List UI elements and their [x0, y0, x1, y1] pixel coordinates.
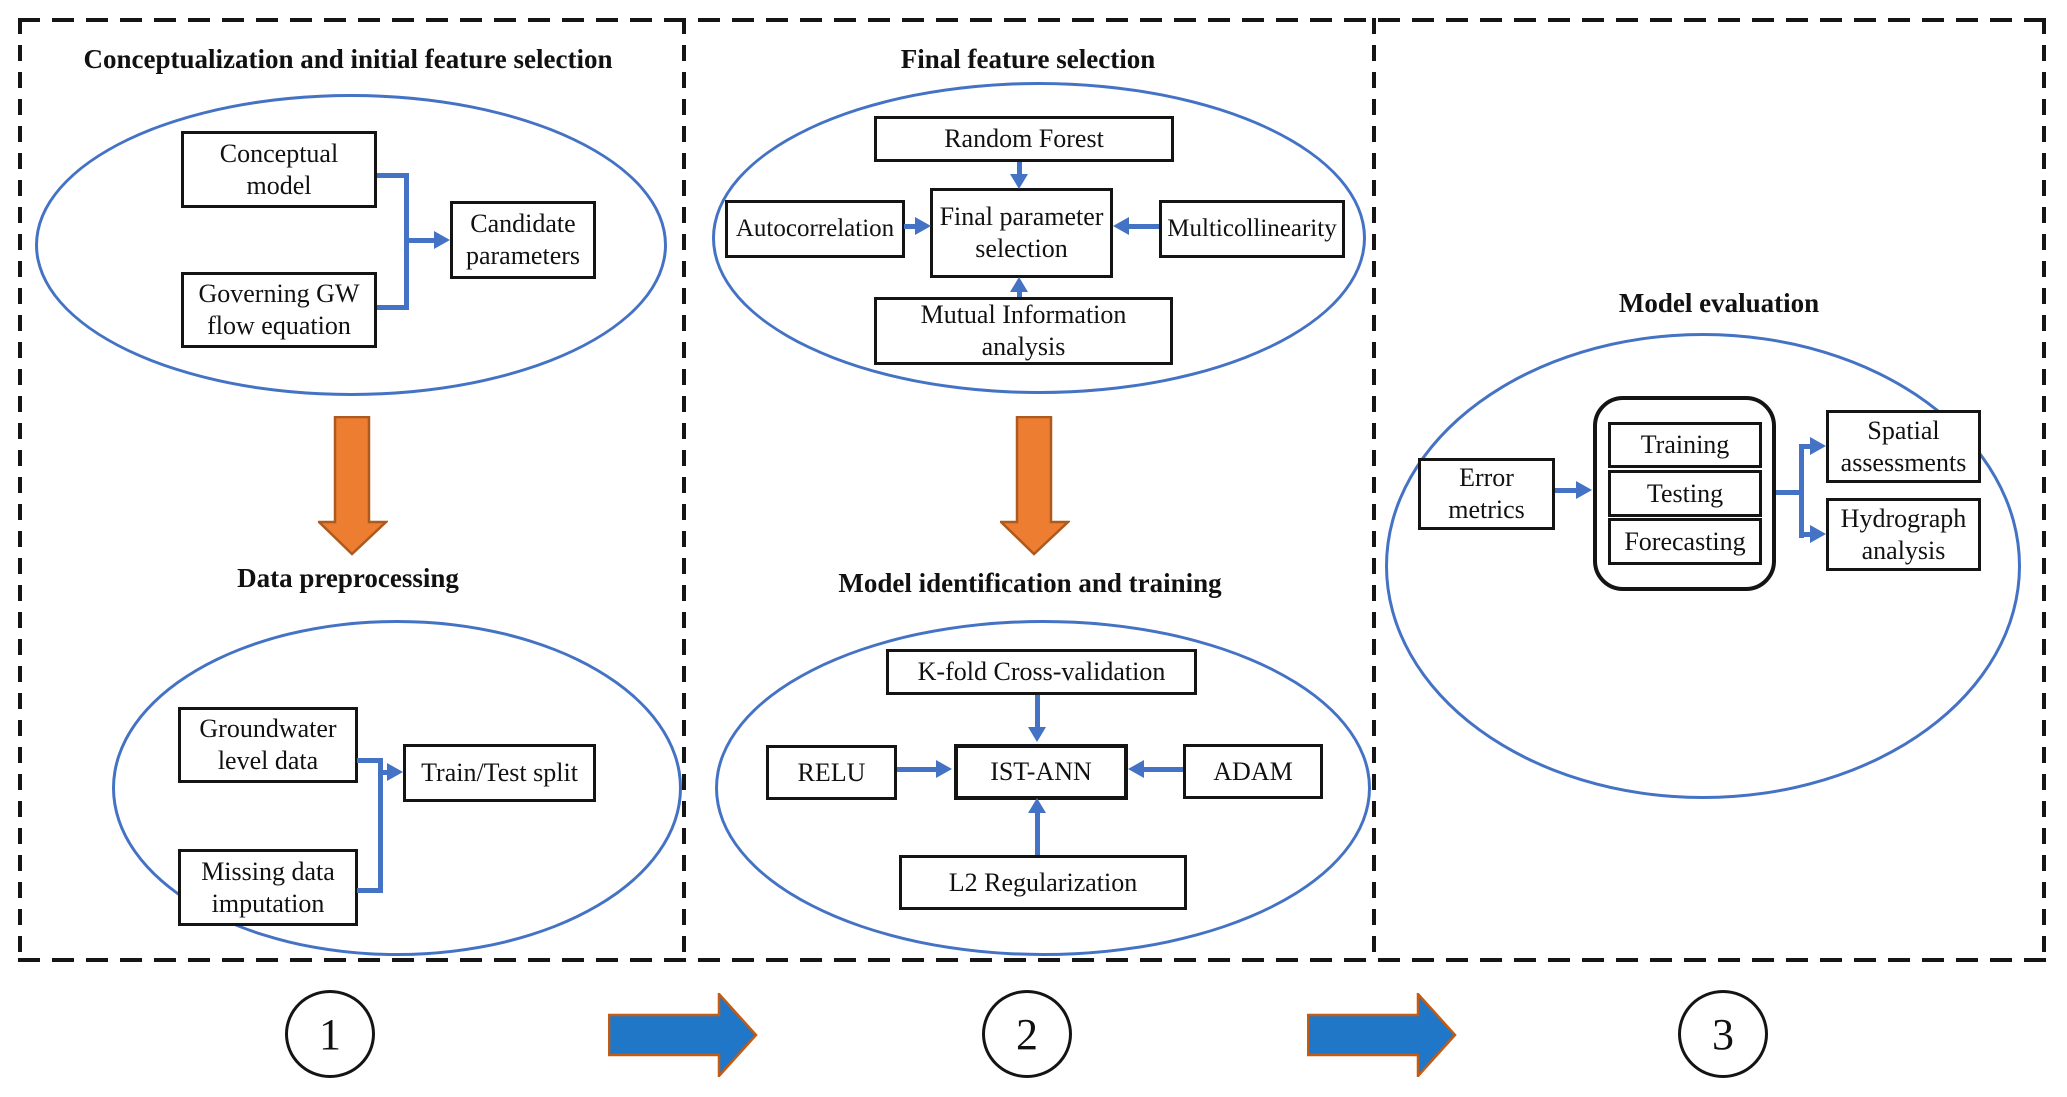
left-arrowhead-icon — [1113, 217, 1129, 235]
right-arrow-icon — [1307, 993, 1457, 1077]
box-ist-ann: IST-ANN — [954, 744, 1128, 800]
down-arrow-icon — [1000, 416, 1070, 556]
ellipse-conceptualization — [35, 94, 667, 396]
connector-line — [377, 305, 409, 310]
box-random-forest: Random Forest — [874, 116, 1174, 162]
box-testing: Testing — [1608, 470, 1762, 517]
connector-line — [904, 224, 918, 229]
right-arrowhead-icon — [936, 760, 952, 778]
box-adam: ADAM — [1183, 744, 1323, 799]
stage-title-conceptualization: Conceptualization and initial feature se… — [83, 44, 613, 74]
step-circle-1: 1 — [285, 990, 375, 1078]
box-conceptual-model: Conceptual model — [181, 131, 377, 208]
connector-line — [377, 173, 408, 178]
connector-line — [357, 888, 383, 893]
connector-line — [1143, 767, 1183, 772]
ellipse-model-evaluation — [1385, 333, 2021, 799]
right-arrowhead-icon — [434, 231, 450, 249]
connector-line — [1799, 444, 1812, 449]
down-arrow-icon — [318, 416, 388, 556]
connector-line — [357, 758, 383, 763]
right-arrowhead-icon — [387, 763, 403, 781]
box-candidate-parameters: Candidate parameters — [450, 201, 596, 279]
box-relu: RELU — [766, 745, 897, 800]
down-arrowhead-icon — [1010, 174, 1028, 189]
right-arrowhead-icon — [1810, 525, 1826, 543]
frame-left-border — [18, 18, 22, 962]
connector-line — [1035, 695, 1040, 728]
right-arrowhead-icon — [1576, 481, 1592, 499]
box-multicollinearity: Multicollinearity — [1159, 200, 1345, 258]
connector-line — [1128, 224, 1159, 229]
connector-line — [1776, 490, 1802, 495]
frame-top-border — [18, 18, 2046, 22]
panel-divider-1 — [682, 18, 686, 962]
box-l2-regularization: L2 Regularization — [899, 855, 1187, 910]
box-governing-gw-flow: Governing GW flow equation — [181, 272, 377, 348]
right-arrow-icon — [608, 993, 758, 1077]
right-arrowhead-icon — [1810, 437, 1826, 455]
up-arrowhead-icon — [1028, 798, 1046, 813]
box-mutual-information: Mutual Information analysis — [874, 297, 1173, 365]
ellipse-data-preprocessing — [112, 620, 682, 956]
connector-line — [1799, 444, 1804, 538]
connector-line — [1799, 532, 1812, 537]
box-kfold-cross-validation: K-fold Cross-validation — [886, 649, 1197, 695]
step-circle-2: 2 — [982, 990, 1072, 1078]
stage-title-data-preprocessing: Data preprocessing — [237, 563, 459, 593]
left-arrowhead-icon — [1128, 760, 1144, 778]
ellipse-model-identification — [715, 620, 1371, 956]
box-autocorrelation: Autocorrelation — [725, 200, 905, 258]
connector-line — [378, 758, 383, 893]
connector-line — [1555, 488, 1578, 493]
connector-line — [404, 238, 435, 243]
connector-line — [1017, 290, 1022, 297]
connector-line — [1017, 162, 1022, 176]
connector-line — [1035, 812, 1040, 855]
box-final-parameter-selection: Final parameter selection — [930, 188, 1113, 278]
connector-line — [378, 770, 389, 775]
stage-title-final-feature-selection: Final feature selection — [900, 44, 1156, 74]
box-missing-data-imputation: Missing data imputation — [178, 849, 358, 926]
frame-right-border — [2042, 18, 2046, 962]
box-spatial-assessments: Spatial assessments — [1826, 410, 1981, 483]
right-arrowhead-icon — [915, 217, 931, 235]
ellipse-final-feature-selection — [712, 82, 1366, 394]
step-circle-3: 3 — [1678, 990, 1768, 1078]
box-error-metrics: Error metrics — [1418, 458, 1555, 530]
box-forecasting: Forecasting — [1608, 518, 1762, 565]
down-arrowhead-icon — [1028, 727, 1046, 742]
box-train-test-split: Train/Test split — [403, 744, 596, 802]
connector-line — [897, 767, 938, 772]
panel-divider-2 — [1372, 18, 1376, 962]
frame-bottom-border — [18, 958, 2046, 962]
stage-title-model-identification: Model identification and training — [838, 568, 1222, 598]
up-arrowhead-icon — [1010, 277, 1028, 292]
box-hydrograph-analysis: Hydrograph analysis — [1826, 498, 1981, 571]
box-training: Training — [1608, 422, 1762, 468]
box-groundwater-level-data: Groundwater level data — [178, 707, 358, 783]
stage-title-model-evaluation: Model evaluation — [1618, 288, 1820, 318]
